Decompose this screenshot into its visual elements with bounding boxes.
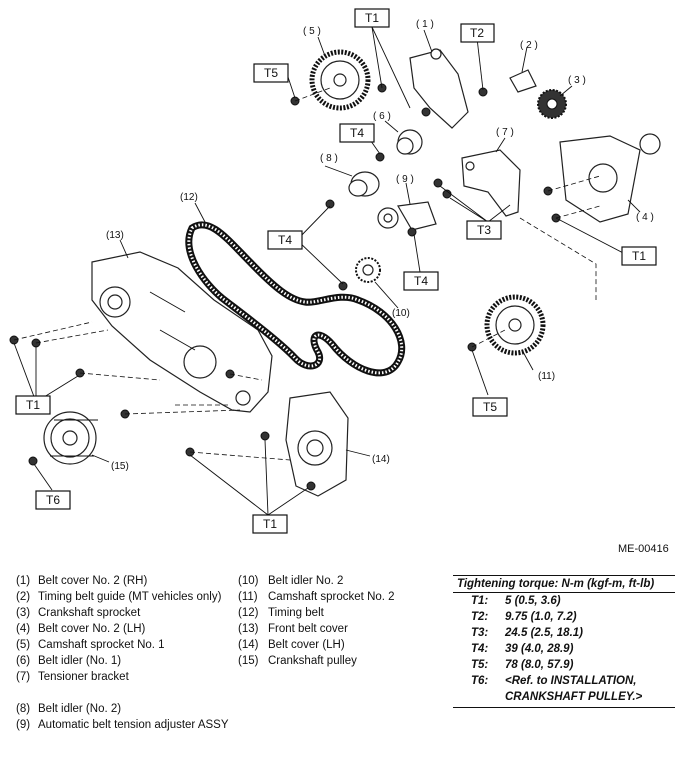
torque-tag-t4-mid: T4	[267, 230, 303, 250]
timing-belt-guide	[509, 69, 537, 93]
callout-14: (14)	[372, 454, 390, 465]
callout-12: (12)	[180, 192, 198, 203]
torque-tag-t1-right: T1	[621, 246, 657, 266]
legend-item: (9)Automatic belt tension adjuster ASSY	[16, 719, 229, 731]
belt-idler-no2	[348, 171, 380, 197]
torque-tags: T1 T2 T5 T4 T4 T3 T1 T4	[15, 8, 657, 534]
legend-item: (14)Belt cover (LH)	[238, 639, 345, 651]
svg-text:T3: T3	[477, 223, 491, 237]
camshaft-sprocket-no1	[309, 49, 371, 111]
torque-row: T3:24.5 (2.5, 18.1)	[471, 627, 583, 639]
parts-legend-left: (1)Belt cover No. 2 (RH) (2)Timing belt …	[16, 573, 231, 733]
figure-code: ME-00416	[618, 543, 669, 555]
legend-item: (12)Timing belt	[238, 607, 324, 619]
torque-row: T4:39 (4.0, 28.9)	[471, 643, 574, 655]
svg-text:T2: T2	[470, 26, 484, 40]
legend-item: (5)Camshaft sprocket No. 1	[16, 639, 165, 651]
legend-item: (8)Belt idler (No. 2)	[16, 703, 122, 715]
torque-table-title: Tightening torque: N-m (kgf-m, ft-lb)	[453, 575, 675, 593]
callout-7: ( 7 )	[496, 127, 514, 138]
callout-5: ( 5 )	[303, 26, 321, 37]
callout-11: (11)	[538, 371, 555, 382]
timing-belt	[185, 221, 406, 377]
callout-15: (15)	[111, 461, 129, 472]
torque-row: T1:5 (0.5, 3.6)	[471, 595, 561, 607]
timing-belt-exploded-diagram: ( 1 ) ( 2 ) ( 3 ) ( 4 ) ( 5 ) ( 6 ) ( 7 …	[9, 8, 661, 534]
belt-cover-no2-lh	[559, 133, 661, 223]
torque-tag-t5-top: T5	[253, 63, 289, 83]
svg-text:T6: T6	[46, 493, 60, 507]
torque-tag-t1-left: T1	[15, 395, 51, 415]
legend-item: (1)Belt cover No. 2 (RH)	[16, 575, 148, 587]
svg-text:T4: T4	[414, 274, 428, 288]
crankshaft-pulley	[43, 411, 98, 465]
torque-tag-t5-low: T5	[472, 397, 508, 417]
torque-tag-t6: T6	[35, 490, 71, 510]
torque-row: T2:9.75 (1.0, 7.2)	[471, 611, 577, 623]
callout-2: ( 2 )	[520, 40, 538, 51]
callout-13: (13)	[106, 230, 124, 241]
torque-tag-t4-top: T4	[339, 123, 375, 143]
camshaft-sprocket-no2	[484, 294, 546, 356]
callout-6: ( 6 )	[373, 111, 391, 122]
callout-4: ( 4 )	[636, 212, 654, 223]
svg-text:T1: T1	[365, 11, 379, 25]
belt-cover-lh	[285, 391, 349, 497]
callout-10: (10)	[392, 308, 410, 319]
legend-item: (6)Belt idler (No. 1)	[16, 655, 122, 667]
callout-3: ( 3 )	[568, 75, 586, 86]
parts-legend-right: (10)Belt idler No. 2 (11)Camshaft sprock…	[238, 573, 448, 669]
callout-9: ( 9 )	[396, 174, 414, 185]
tightening-torque-table: Tightening torque: N-m (kgf-m, ft-lb) T1…	[453, 575, 675, 708]
svg-text:T1: T1	[632, 249, 646, 263]
torque-tag-t4-low: T4	[403, 271, 439, 291]
belt-idler-10	[355, 257, 381, 283]
svg-text:T4: T4	[350, 126, 364, 140]
callout-1: ( 1 )	[416, 19, 434, 30]
front-belt-cover	[91, 251, 273, 413]
crankshaft-sprocket	[537, 89, 567, 119]
legend-item: (11)Camshaft sprocket No. 2	[238, 591, 395, 603]
svg-text:T4: T4	[278, 233, 292, 247]
belt-cover-no2-rh	[409, 48, 469, 129]
callout-labels: ( 1 ) ( 2 ) ( 3 ) ( 4 ) ( 5 ) ( 6 ) ( 7 …	[106, 19, 654, 472]
belt-idler-no1	[396, 129, 423, 155]
torque-tag-t3: T3	[466, 220, 502, 240]
svg-text:T5: T5	[264, 66, 278, 80]
callout-8: ( 8 )	[320, 153, 338, 164]
legend-item: (4)Belt cover No. 2 (LH)	[16, 623, 146, 635]
legend-item: (2)Timing belt guide (MT vehicles only)	[16, 591, 222, 603]
legend-item: (7)Tensioner bracket	[16, 671, 129, 683]
auto-belt-tension-adjuster	[377, 201, 437, 231]
torque-row: T5:78 (8.0, 57.9)	[471, 659, 574, 671]
legend-item: (15)Crankshaft pulley	[238, 655, 357, 667]
torque-tag-t2: T2	[460, 23, 495, 43]
tensioner-bracket	[461, 149, 521, 217]
svg-text:T1: T1	[263, 517, 277, 531]
legend-item: (13)Front belt cover	[238, 623, 348, 635]
svg-text:T1: T1	[26, 398, 40, 412]
legend-item: (10)Belt idler No. 2	[238, 575, 344, 587]
torque-tag-t1-bottom: T1	[252, 514, 288, 534]
torque-row: T6:<Ref. to INSTALLATION, CRANKSHAFT PUL…	[471, 675, 643, 703]
torque-tag-t1-top: T1	[354, 8, 390, 28]
legend-item: (3)Crankshaft sprocket	[16, 607, 141, 619]
svg-text:T5: T5	[483, 400, 497, 414]
leader-lines	[13, 26, 641, 516]
